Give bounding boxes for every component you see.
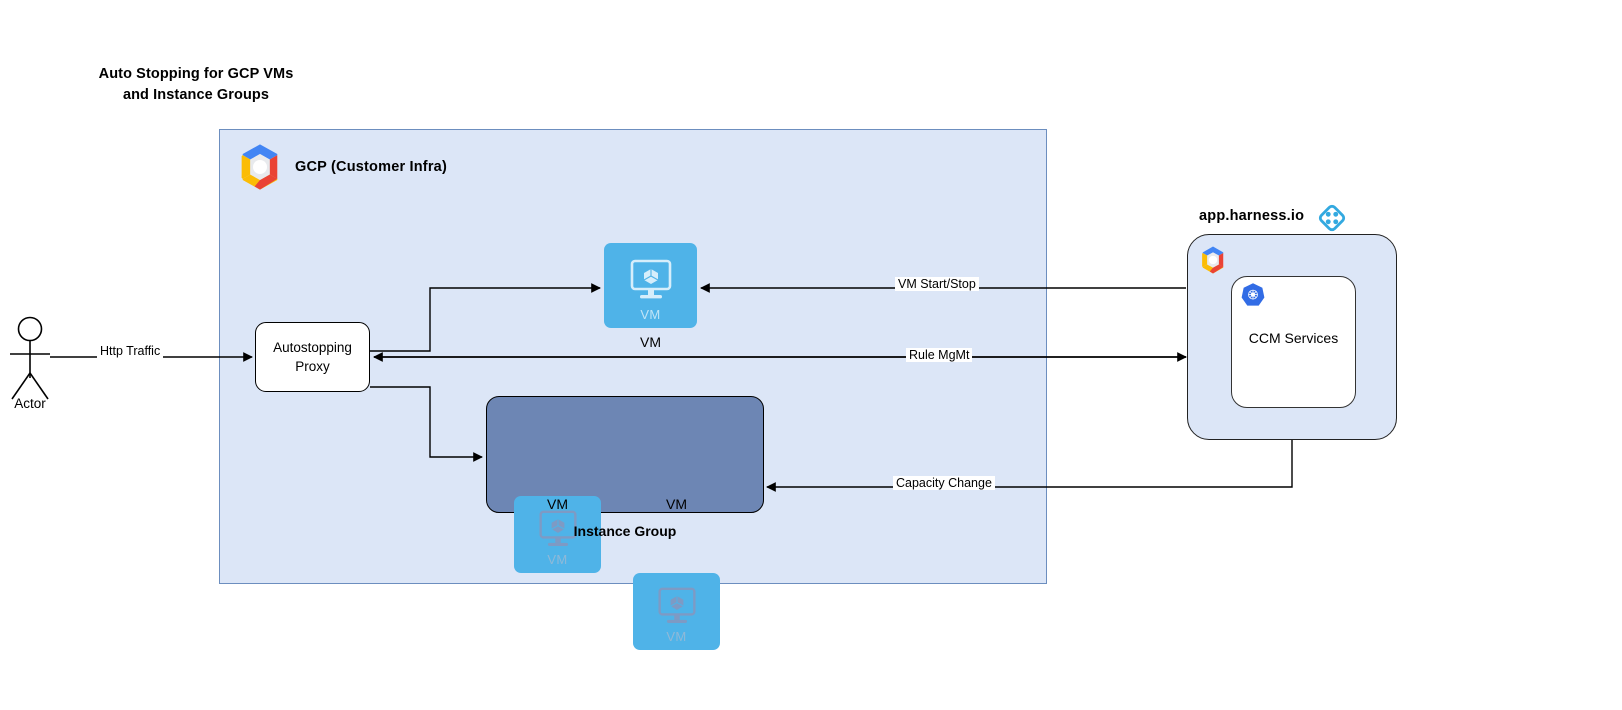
gcp-logo-icon bbox=[241, 144, 278, 190]
page-title-line1: Auto Stopping for GCP VMs bbox=[98, 66, 294, 82]
actor-label: Actor bbox=[14, 396, 46, 411]
vm-monitor-cube-icon bbox=[657, 588, 696, 624]
page-title: Auto Stopping for GCP VMs and Instance G… bbox=[46, 64, 346, 106]
instance-group-container bbox=[486, 396, 764, 513]
instance-group-vm-1-inner-label: VM bbox=[547, 552, 568, 567]
actor-stick-figure-icon bbox=[10, 316, 50, 400]
autostopping-proxy-node[interactable]: Autostopping Proxy bbox=[255, 322, 370, 392]
instance-group-vm-2-caption: VM bbox=[666, 496, 687, 512]
vm-monitor-cube-icon bbox=[630, 259, 671, 299]
proxy-label-line1: Autostopping bbox=[273, 340, 352, 355]
edge-proxy-to-vm bbox=[370, 283, 601, 352]
page-title-line2: and Instance Groups bbox=[122, 87, 270, 103]
instance-group-vm-1[interactable]: VM bbox=[514, 496, 601, 573]
harness-title: app.harness.io bbox=[1199, 208, 1305, 224]
kubernetes-wheel-icon bbox=[1241, 283, 1265, 306]
edge-capacity-change bbox=[766, 440, 1293, 492]
instance-group-vm-2-inner-label: VM bbox=[666, 629, 687, 644]
vm-standalone-node[interactable]: VM bbox=[604, 243, 697, 328]
edge-label-vm-start-stop: VM Start/Stop bbox=[895, 277, 979, 291]
instance-group-caption: Instance Group bbox=[573, 523, 677, 539]
edge-label-http-traffic: Http Traffic bbox=[97, 344, 164, 358]
harness-diamond-icon bbox=[1318, 204, 1346, 232]
edge-label-capacity-change: Capacity Change bbox=[893, 476, 995, 490]
instance-group-vm-2[interactable]: VM bbox=[633, 573, 720, 650]
autostopping-proxy-label: Autostopping Proxy bbox=[273, 338, 352, 376]
vm-standalone-inner-label: VM bbox=[640, 307, 661, 322]
ccm-services-label: CCM Services bbox=[1248, 330, 1339, 346]
edge-proxy-to-instance-group bbox=[370, 386, 483, 462]
vm-monitor-cube-icon bbox=[538, 511, 577, 547]
edge-label-rule-mgmt: Rule MgMt bbox=[906, 348, 973, 362]
gcp-logo-icon bbox=[1202, 246, 1224, 274]
instance-group-vm-1-caption: VM bbox=[547, 496, 568, 512]
gcp-container-title: GCP (Customer Infra) bbox=[295, 159, 447, 175]
vm-standalone-caption: VM bbox=[640, 334, 661, 350]
proxy-label-line2: Proxy bbox=[295, 359, 330, 374]
